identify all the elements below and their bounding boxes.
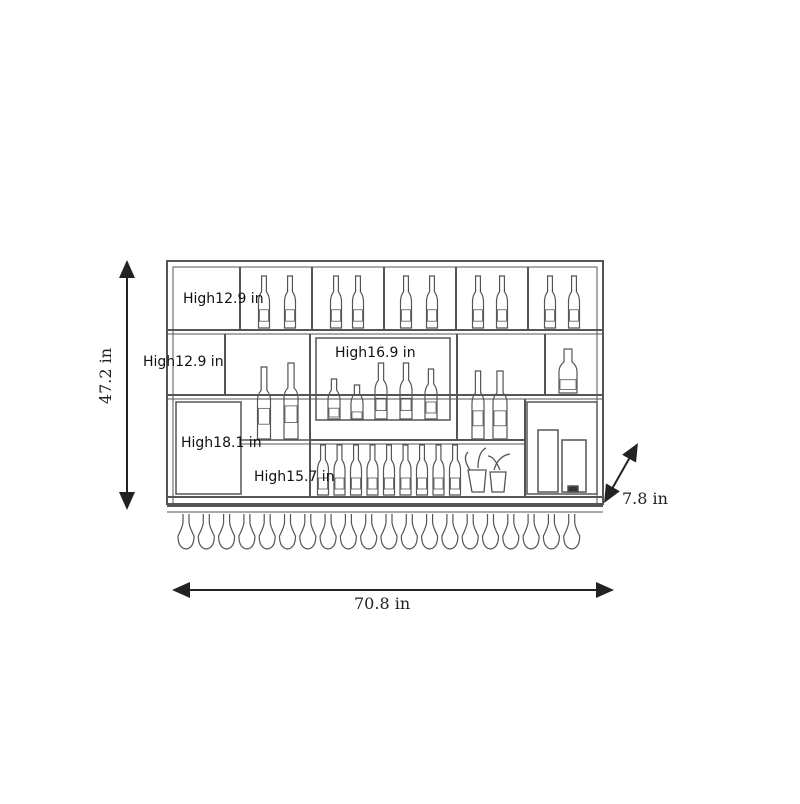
wine-glass-icon <box>197 514 215 550</box>
bottle-label-icon <box>400 397 412 411</box>
cabinet-frame <box>166 260 604 513</box>
bottle-icon <box>425 275 439 329</box>
bottle-label-icon <box>493 410 507 427</box>
bottle-icon <box>366 444 379 496</box>
height-dimension-label: 47.2 in <box>96 347 115 405</box>
bottle-label-icon <box>318 477 328 490</box>
bottle-label-icon <box>285 309 295 322</box>
wine-glass-icon <box>522 514 540 550</box>
shelf-label-center: High16.9 in <box>335 345 416 361</box>
shelf-label-top-left: High12.9 in <box>183 291 264 307</box>
plant-vase <box>464 447 511 493</box>
bottle-icon <box>257 275 271 329</box>
wine-glass-icon <box>481 514 500 550</box>
bottle-icon <box>350 384 364 420</box>
bottle-label-icon <box>427 309 437 322</box>
wine-glass-icon <box>177 514 195 550</box>
bottle-icon <box>256 366 272 440</box>
bottle-icon <box>316 444 330 496</box>
bottle-label-icon <box>331 309 341 322</box>
shelf-label-lower-left: High18.1 in <box>181 435 262 451</box>
bottle-label-icon <box>497 309 507 322</box>
wine-glass-icon <box>217 514 236 550</box>
bottle-label-icon <box>417 477 427 490</box>
bottle-label-icon <box>473 309 483 322</box>
bottle-icon <box>329 275 343 329</box>
bottle-icon <box>283 275 297 329</box>
bottle-label-icon <box>258 407 270 425</box>
wine-glass-icon <box>258 514 276 550</box>
bottle-label-icon <box>559 379 577 390</box>
bottle-label-icon <box>367 477 378 490</box>
bottle-icon <box>399 444 412 496</box>
bottle-icon <box>283 362 299 440</box>
wine-glass-icon <box>420 514 439 550</box>
bottle-icon <box>382 444 396 496</box>
bottle-label-icon <box>284 405 298 424</box>
bottle-label-icon <box>351 477 361 490</box>
wine-glass-icon <box>299 514 317 550</box>
bottle-icon <box>492 370 508 440</box>
bottle-label-icon <box>401 309 411 322</box>
bottle-label-icon <box>569 309 579 322</box>
wine-glass-icon <box>360 514 378 550</box>
bottle-icon <box>448 444 462 496</box>
bottle-icon <box>415 444 429 496</box>
bottle-icon <box>471 370 485 440</box>
wine-glass-icon <box>400 514 418 550</box>
bottle-label-icon <box>400 477 411 490</box>
bottle-icon <box>495 275 509 329</box>
bottle-label-icon <box>472 410 484 427</box>
bottle-icon <box>471 275 485 329</box>
bottle-icon <box>543 275 557 329</box>
bottle-label-icon <box>328 407 340 418</box>
wine-glass-icon <box>319 514 337 550</box>
glasses-layer <box>177 514 581 550</box>
bottle-icon <box>424 368 438 420</box>
wine-glass-icon <box>461 514 479 550</box>
bottle-label-icon <box>433 477 444 490</box>
bottle-label-icon <box>545 309 555 322</box>
bottle-icon <box>558 348 578 394</box>
bottle-icon <box>374 362 388 420</box>
bottle-label-icon <box>353 309 363 322</box>
depth-arrow <box>604 443 638 503</box>
bottle-label-icon <box>334 477 345 490</box>
bottle-icon <box>327 378 341 420</box>
wine-glass-icon <box>339 514 358 550</box>
bottles-layer <box>256 275 581 496</box>
bottle-label-icon <box>375 397 387 411</box>
bottle-icon <box>399 275 413 329</box>
wine-glass-icon <box>542 514 561 550</box>
bottle-icon <box>399 362 413 420</box>
bottle-label-icon <box>384 477 394 490</box>
bottle-label-icon <box>450 477 460 490</box>
bottle-label-icon <box>351 411 363 420</box>
wine-glass-icon <box>441 514 459 550</box>
wine-glass-icon <box>563 514 581 550</box>
bottle-icon <box>432 444 445 496</box>
bottle-icon <box>567 275 581 329</box>
wine-glass-icon <box>278 514 297 550</box>
width-dimension-label: 70.8 in <box>354 594 411 613</box>
bottle-icon <box>349 444 363 496</box>
wine-glass-icon <box>502 514 520 550</box>
bottle-icon <box>333 444 346 496</box>
bottle-label-icon <box>425 401 437 414</box>
wine-glass-icon <box>380 514 398 550</box>
wine-glass-icon <box>238 514 256 550</box>
bottle-label-icon <box>259 309 269 322</box>
decanter-appliance <box>537 429 587 493</box>
bottle-icon <box>351 275 365 329</box>
shelf-label-middle-left: High12.9 in <box>143 354 224 370</box>
shelf-label-bottom: High15.7 in <box>254 469 335 485</box>
depth-dimension-label: 7.8 in <box>622 489 668 508</box>
